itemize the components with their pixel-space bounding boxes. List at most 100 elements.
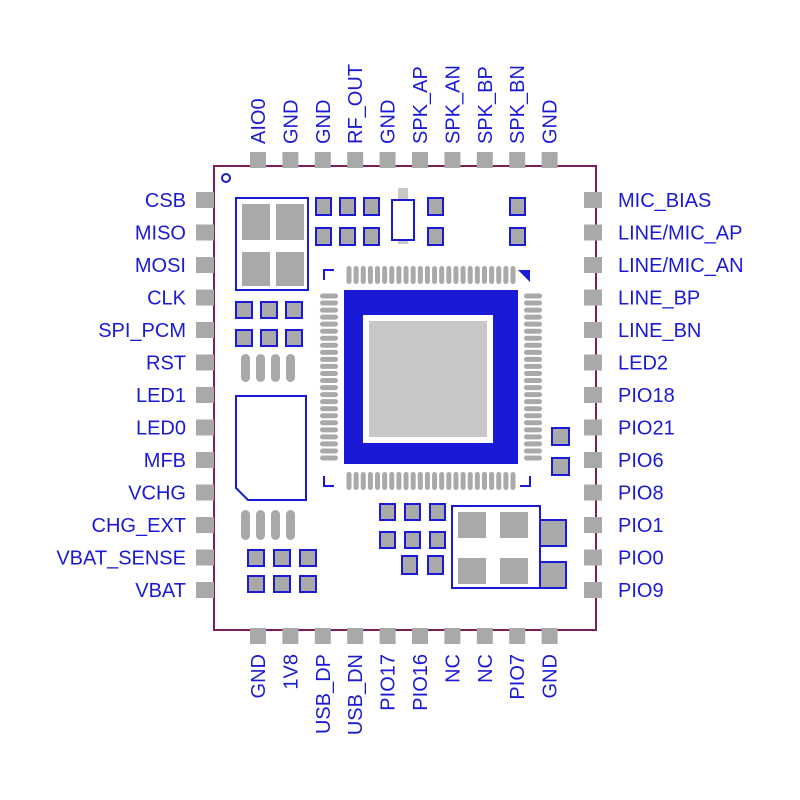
ic-pin	[424, 266, 430, 284]
pad-left	[196, 387, 214, 403]
pad-right	[584, 582, 602, 598]
pad-right	[584, 354, 602, 371]
ic-pin	[353, 472, 359, 490]
ic-pin	[524, 321, 542, 327]
ic-pin	[524, 307, 542, 313]
ic-pin	[320, 448, 338, 454]
ic-pin	[367, 472, 373, 490]
ic-pin	[496, 266, 502, 284]
pad-left	[196, 484, 214, 501]
ic-pin	[396, 472, 402, 490]
pad-top	[541, 152, 558, 168]
ic-pin	[474, 472, 480, 490]
ic-pin	[439, 472, 445, 490]
pad-left	[196, 582, 214, 598]
pin-label-right: PIO18	[618, 385, 675, 407]
ic-pin	[382, 472, 388, 490]
pin-label-left: MOSI	[135, 255, 186, 277]
pin-label-right: PIO0	[618, 548, 664, 570]
ic-pin	[320, 314, 338, 320]
ic-pin	[524, 370, 542, 376]
ic-pin	[417, 472, 423, 490]
main-ic	[320, 266, 542, 490]
pin-label-top: AIO0	[248, 98, 270, 144]
pin-label-bottom: GND	[248, 654, 270, 698]
pin-label-left: MFB	[144, 450, 186, 472]
ic-pin	[320, 427, 338, 433]
top-passives	[315, 197, 526, 246]
top-component	[391, 188, 415, 244]
ic-pin	[320, 413, 338, 419]
ic-pin	[320, 406, 338, 412]
ic-pin	[320, 342, 338, 348]
ic-pin	[320, 392, 338, 398]
pad-left	[196, 452, 214, 468]
crystal-component	[235, 197, 309, 291]
ic-pin	[320, 363, 338, 369]
pin-label-left: RST	[146, 353, 186, 375]
left-pin-labels: CSBMISOMOSICLKSPI_PCMRSTLED1LED0MFBVCHGC…	[56, 190, 186, 602]
ic-pin	[320, 321, 338, 327]
ic-pin	[417, 266, 423, 284]
ic-pin	[524, 349, 542, 355]
ic-pin	[524, 385, 542, 391]
ic-pin	[524, 342, 542, 348]
ic-pin	[320, 399, 338, 405]
pin-label-right: LED2	[618, 353, 668, 375]
pin-label-right: LINE/MIC_AP	[618, 223, 742, 245]
left-ic-outline	[235, 395, 307, 501]
ic-pin	[460, 472, 466, 490]
ic-pin	[320, 335, 338, 341]
ic-pin	[524, 441, 542, 447]
pad-right	[584, 452, 602, 468]
pin-label-bottom: NC	[442, 654, 464, 683]
pin-label-bottom: PIO16	[410, 654, 432, 711]
pad-bottom	[541, 628, 558, 644]
ic-pin	[453, 472, 459, 490]
ic-pin	[474, 266, 480, 284]
bottom-right-capacitors	[451, 505, 567, 589]
pad-right	[584, 192, 602, 208]
left-pads	[196, 192, 214, 598]
ic-pin	[524, 328, 542, 334]
ic-pin	[346, 472, 352, 490]
ic-pin	[524, 427, 542, 433]
bottom-right-passives	[379, 503, 446, 575]
pad-left	[196, 549, 214, 566]
pin-label-bottom: GND	[540, 654, 562, 698]
pin-label-bottom: PIO7	[507, 654, 529, 700]
pad-top	[509, 152, 526, 168]
ic-pin	[320, 378, 338, 384]
ic-pin	[446, 266, 452, 284]
ic-pin	[403, 472, 409, 490]
ic-pin	[453, 266, 459, 284]
ic-pin	[489, 472, 495, 490]
pad-right	[584, 419, 602, 436]
pin-label-right: LINE_BP	[618, 288, 700, 310]
ic-pin	[524, 399, 542, 405]
ic-pin	[524, 392, 542, 398]
ic-pin	[346, 266, 352, 284]
ic-pin	[320, 434, 338, 440]
pin-label-top: RF_OUT	[345, 64, 367, 144]
pin-label-top: SPK_BP	[475, 66, 497, 144]
ic-pin	[460, 266, 466, 284]
ic-pin	[524, 413, 542, 419]
pad-left	[196, 192, 214, 208]
pad-right	[584, 484, 602, 501]
right-pin-labels: MIC_BIASLINE/MIC_APLINE/MIC_ANLINE_BPLIN…	[618, 190, 744, 602]
ic-pin	[320, 307, 338, 313]
pad-top	[347, 152, 364, 168]
pad-bottom	[314, 628, 331, 644]
pad-top	[444, 152, 461, 168]
ic-pin	[524, 335, 542, 341]
ic-pin	[320, 293, 338, 299]
pin-label-top: GND	[540, 100, 562, 144]
pin-label-top: GND	[378, 100, 400, 144]
ic-pin	[524, 406, 542, 412]
main-ic-pins	[320, 266, 542, 490]
bottom-left-passives	[247, 549, 317, 593]
pad-top	[379, 152, 396, 168]
ic-pin	[503, 472, 509, 490]
pad-right	[584, 257, 602, 273]
